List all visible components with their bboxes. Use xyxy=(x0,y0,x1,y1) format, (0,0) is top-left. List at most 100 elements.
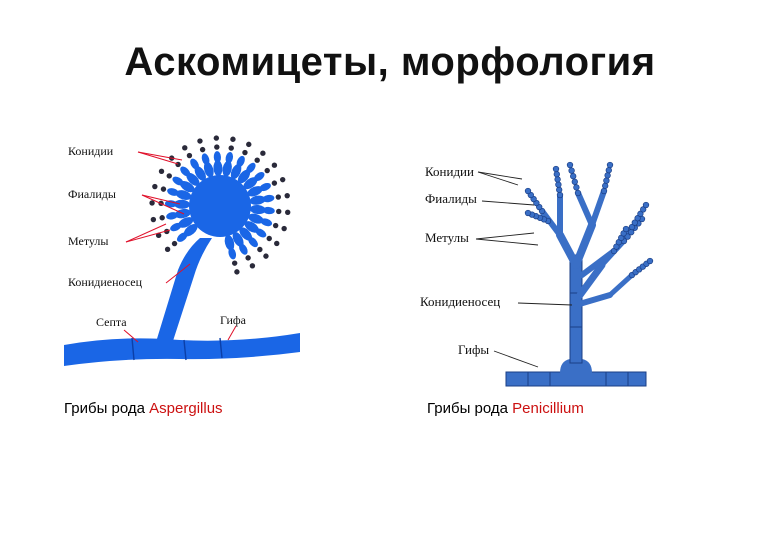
phialide xyxy=(180,166,191,177)
label-conidiophore: Конидиеносец xyxy=(68,275,143,289)
pointer-line xyxy=(165,263,191,284)
pointer-line xyxy=(481,200,535,206)
phialide xyxy=(164,200,177,208)
branch xyxy=(576,261,606,299)
conidium xyxy=(149,200,155,206)
phialide xyxy=(259,182,271,192)
conidium xyxy=(171,240,178,247)
label-phialides: Фиалиды xyxy=(425,191,477,206)
conidium xyxy=(573,184,580,191)
conidium xyxy=(186,152,193,159)
pointer-line xyxy=(141,194,181,205)
pointer-line xyxy=(227,325,237,341)
aspergillus-head xyxy=(149,135,291,275)
conidium xyxy=(160,186,167,192)
conidium xyxy=(260,150,266,156)
phialide xyxy=(246,162,256,174)
aspergillus-pointer-lines xyxy=(123,151,237,343)
conidium xyxy=(264,167,270,174)
label-hypha: Гифа xyxy=(220,313,247,327)
conidium xyxy=(570,173,577,180)
penicillium-conidia-chains xyxy=(524,161,654,279)
label-conidiophore: Конидиеносец xyxy=(420,294,500,309)
conidium xyxy=(159,215,165,221)
metula xyxy=(194,166,206,181)
branch xyxy=(572,221,596,269)
conidium xyxy=(164,246,171,253)
conidium xyxy=(524,209,532,217)
label-hyphae: Гифы xyxy=(458,342,489,357)
metula xyxy=(203,161,214,178)
conidium xyxy=(606,161,614,169)
pointer-line xyxy=(123,329,139,343)
phialide xyxy=(248,237,258,248)
metula xyxy=(239,227,253,241)
vesicle xyxy=(189,175,251,237)
conidium xyxy=(166,173,172,179)
caption-prefix: Грибы рода xyxy=(427,400,508,417)
phialide xyxy=(170,222,182,232)
conidium xyxy=(637,210,644,217)
aspergillus-conidiophore xyxy=(156,238,212,344)
conidium xyxy=(272,222,279,229)
pointer-line xyxy=(475,238,539,246)
conidium xyxy=(555,181,562,188)
conidium xyxy=(640,206,647,213)
conidium xyxy=(646,257,654,265)
penicillium-diagram: Конидии Фиалиды Метулы Конидиеносец Гифы xyxy=(420,161,654,387)
metula xyxy=(213,160,223,177)
conidium xyxy=(230,136,236,142)
conidiophore-stalk xyxy=(569,254,583,364)
phialide xyxy=(190,158,199,170)
conidium xyxy=(524,187,532,195)
conidium xyxy=(634,215,641,222)
conidium xyxy=(254,157,260,163)
conidium xyxy=(284,192,290,199)
conidium xyxy=(152,183,158,190)
metula xyxy=(243,177,258,190)
septum-line xyxy=(183,339,187,361)
conidium xyxy=(624,233,631,240)
hypha-base xyxy=(505,371,647,387)
penicillium-hyphae xyxy=(505,359,647,387)
metula xyxy=(249,195,266,205)
caption-prefix: Грибы рода xyxy=(64,400,145,417)
metula xyxy=(222,160,232,177)
conidium xyxy=(568,167,575,174)
conidium xyxy=(249,263,256,269)
penicillium-caption: Грибы рода Penicillium xyxy=(427,400,584,417)
phialide xyxy=(239,243,248,255)
pointer-line xyxy=(477,171,519,186)
label-septum: Септа xyxy=(96,315,127,329)
conidium xyxy=(600,187,608,195)
aspergillus-hypha xyxy=(64,333,300,366)
conidium xyxy=(228,145,234,151)
phialide xyxy=(262,206,275,215)
conidium xyxy=(246,141,252,148)
conidium xyxy=(245,255,251,261)
conidium xyxy=(552,165,560,173)
conidium xyxy=(556,186,563,193)
metula xyxy=(183,224,198,237)
conidium xyxy=(150,216,157,223)
label-conidia: Конидии xyxy=(68,144,114,158)
caption-genus: Penicillium xyxy=(512,400,584,417)
label-metulae: Метулы xyxy=(425,230,469,245)
conidium xyxy=(263,253,269,259)
conidium xyxy=(257,246,263,253)
metula xyxy=(248,213,264,224)
conidium xyxy=(281,225,287,232)
conidium xyxy=(574,189,582,197)
conidium xyxy=(554,176,561,183)
conidium xyxy=(566,161,574,169)
pointer-line xyxy=(475,232,535,240)
conidium xyxy=(274,240,280,247)
branch xyxy=(573,292,613,308)
phialide xyxy=(236,155,245,168)
conidium xyxy=(275,194,282,200)
conidium xyxy=(631,219,638,226)
phialide xyxy=(260,218,273,227)
conidium xyxy=(199,146,206,153)
conidium xyxy=(242,149,248,156)
conidium xyxy=(158,168,165,174)
